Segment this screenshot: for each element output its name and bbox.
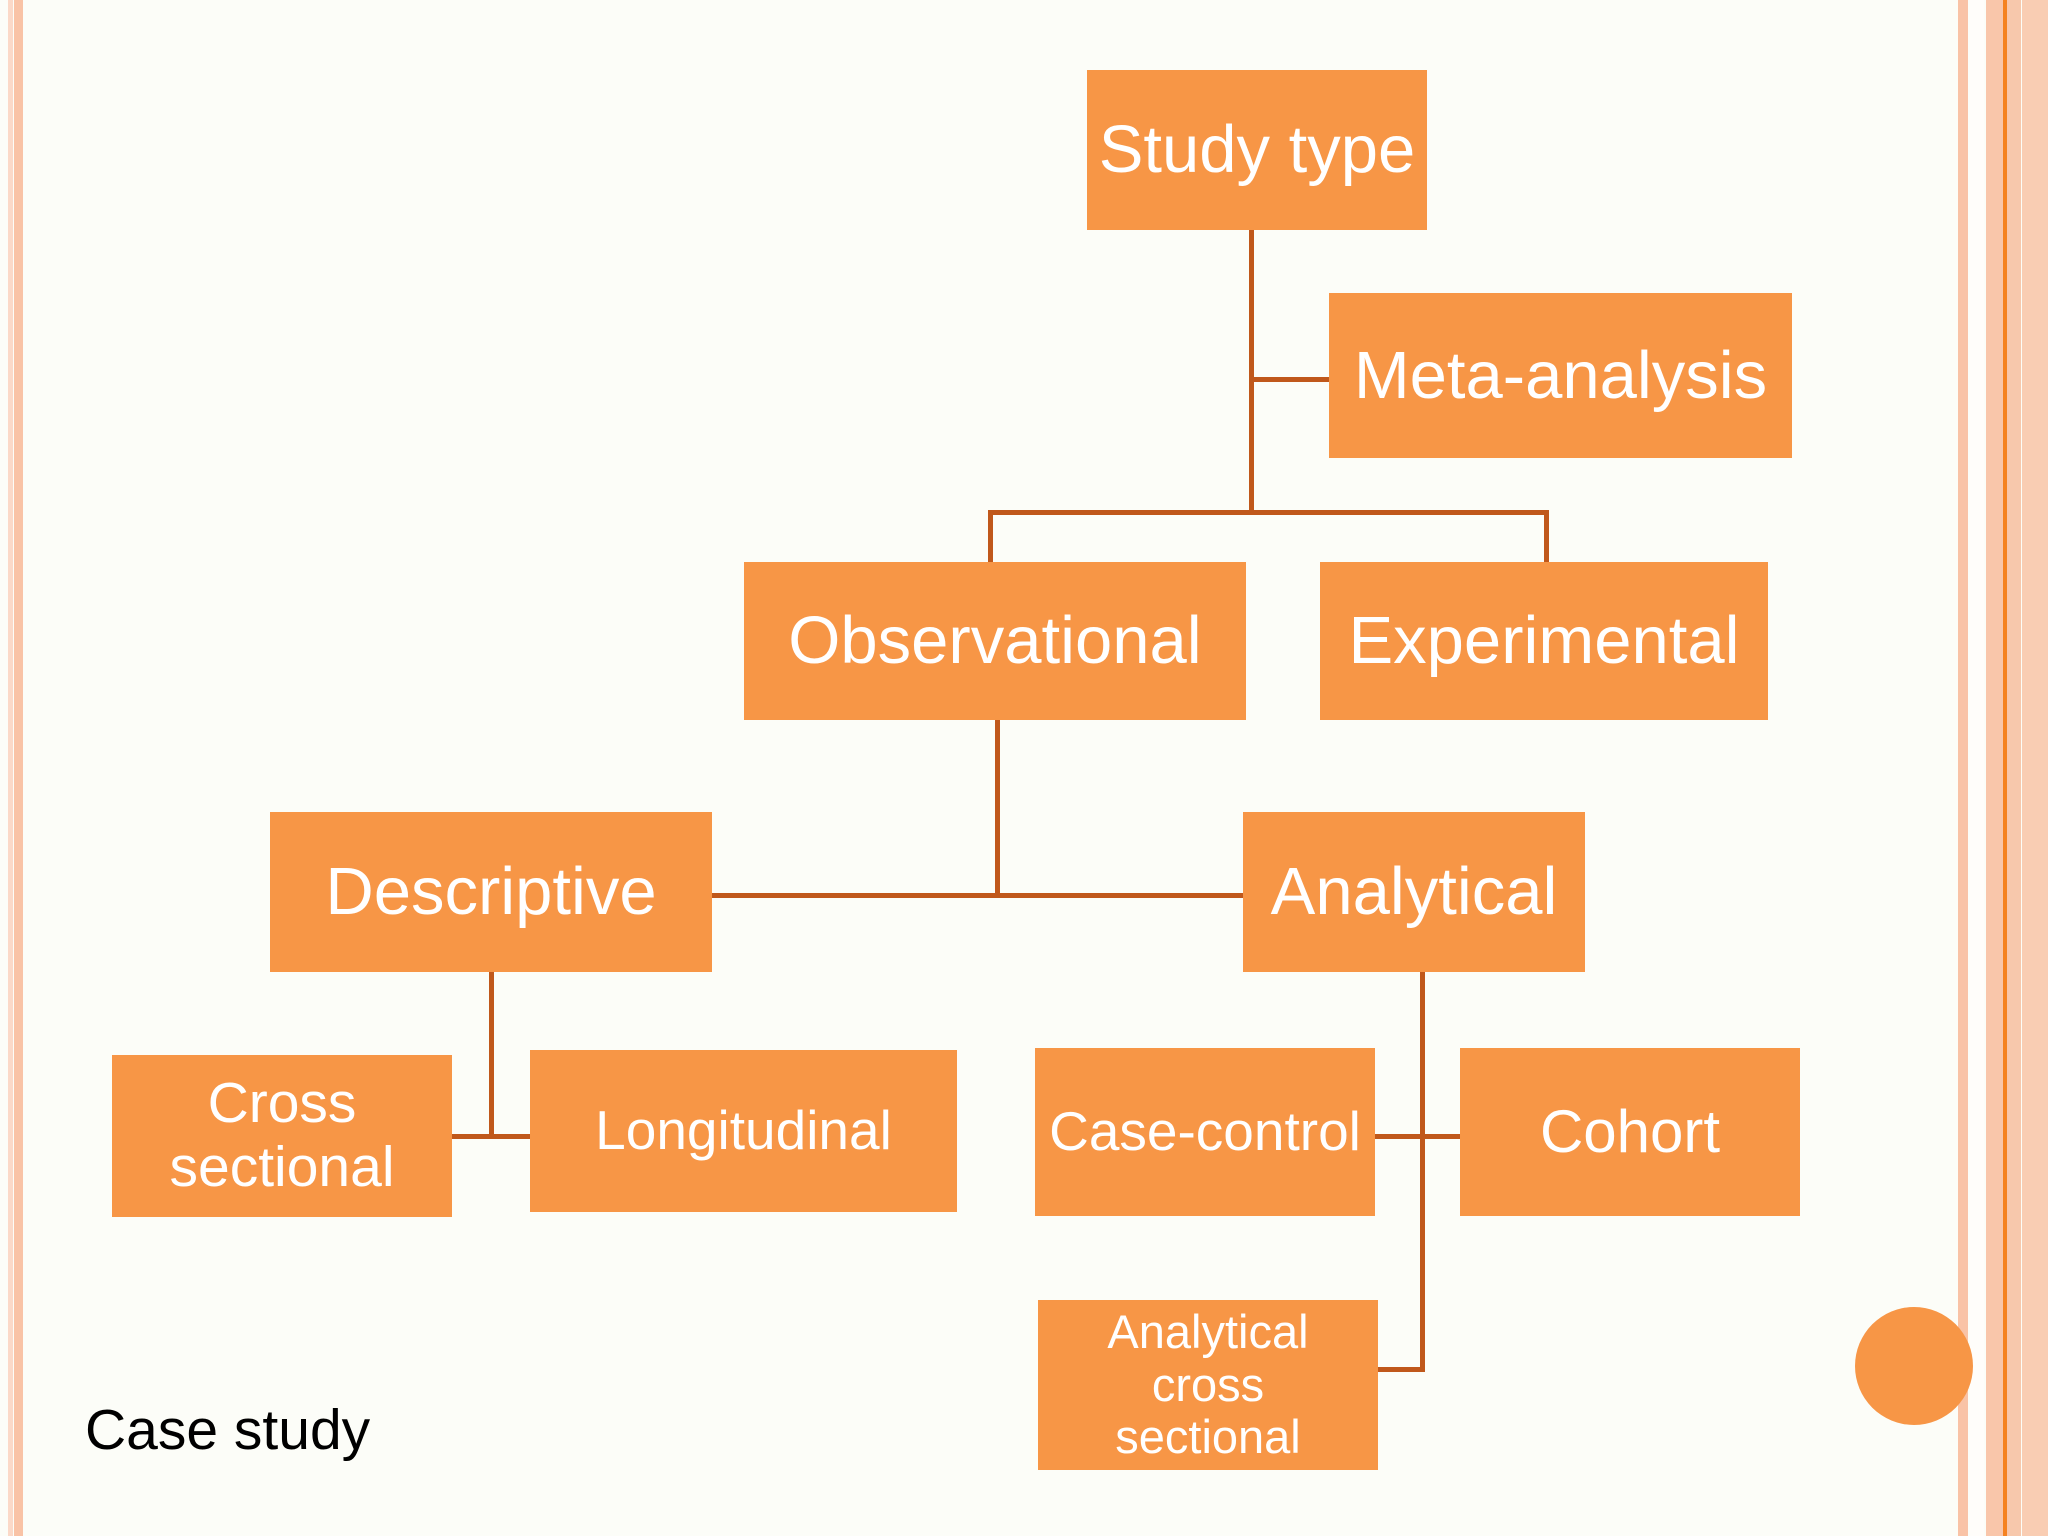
node-analytical-cross-sectional[interactable]: Analytical cross sectional — [1038, 1300, 1378, 1470]
node-experimental-label: Experimental — [1348, 603, 1740, 679]
right-border-stripe-1 — [1958, 0, 1968, 1536]
node-analytical-cross-sectional-label-line3: sectional — [1115, 1410, 1301, 1464]
connector-to-analytical-cross-sectional — [1370, 1367, 1425, 1372]
node-longitudinal[interactable]: Longitudinal — [530, 1050, 957, 1212]
right-border-stripe-3 — [1986, 0, 2012, 1536]
connector-down-observational — [988, 510, 993, 562]
connector-descriptive-analytical-bar — [710, 893, 1245, 898]
node-meta-analysis-label: Meta-analysis — [1353, 337, 1768, 413]
node-analytical-label: Analytical — [1270, 854, 1558, 930]
node-cross-sectional-label-line1: Cross — [207, 1071, 357, 1136]
right-border-stripe-6 — [2022, 0, 2048, 1536]
connector-observational-trunk — [995, 718, 1000, 896]
left-border-stripe-outer — [8, 0, 13, 1536]
node-observational-label: Observational — [788, 603, 1202, 679]
node-experimental[interactable]: Experimental — [1320, 562, 1768, 720]
right-border-stripe-5 — [2009, 0, 2021, 1536]
descriptive-study-notes: Case study Case series Cross sectional — [85, 1268, 475, 1536]
node-cohort[interactable]: Cohort — [1460, 1048, 1800, 1216]
node-cross-sectional-label-line2: sectional — [169, 1135, 395, 1199]
node-descriptive[interactable]: Descriptive — [270, 812, 712, 972]
connector-down-experimental — [1544, 510, 1549, 562]
node-meta-analysis[interactable]: Meta-analysis — [1329, 293, 1792, 458]
node-longitudinal-label: Longitudinal — [595, 1099, 892, 1162]
node-observational[interactable]: Observational — [744, 562, 1246, 720]
connector-descriptive-trunk — [489, 972, 494, 1138]
connector-descriptive-children-bar — [452, 1134, 530, 1139]
connector-split-bar-level2 — [988, 510, 1549, 515]
node-analytical-cross-sectional-label-line1: Analytical — [1107, 1305, 1309, 1359]
note-item-case-study: Case study — [85, 1397, 371, 1462]
decorative-circle — [1855, 1307, 1973, 1425]
connector-study-type-trunk — [1249, 228, 1254, 514]
node-descriptive-label: Descriptive — [325, 854, 657, 930]
node-cohort-label: Cohort — [1539, 1098, 1721, 1166]
node-cross-sectional[interactable]: Cross sectional — [112, 1055, 452, 1217]
node-analytical-cross-sectional-label-line2: cross — [1151, 1357, 1265, 1411]
node-study-type-label: Study type — [1098, 112, 1416, 188]
connector-to-meta-analysis — [1249, 377, 1329, 382]
node-case-control[interactable]: Case-control — [1035, 1048, 1375, 1216]
node-analytical[interactable]: Analytical — [1243, 812, 1585, 972]
node-case-control-label: Case-control — [1049, 1100, 1361, 1163]
left-border-stripe-inner — [14, 0, 23, 1536]
connector-analytical-trunk — [1420, 972, 1425, 1370]
right-border-stripe-2 — [1970, 0, 1984, 1536]
node-study-type[interactable]: Study type — [1087, 70, 1427, 230]
connector-case-control-cohort-bar — [1375, 1134, 1465, 1139]
right-border-accent-line — [2003, 0, 2007, 1536]
